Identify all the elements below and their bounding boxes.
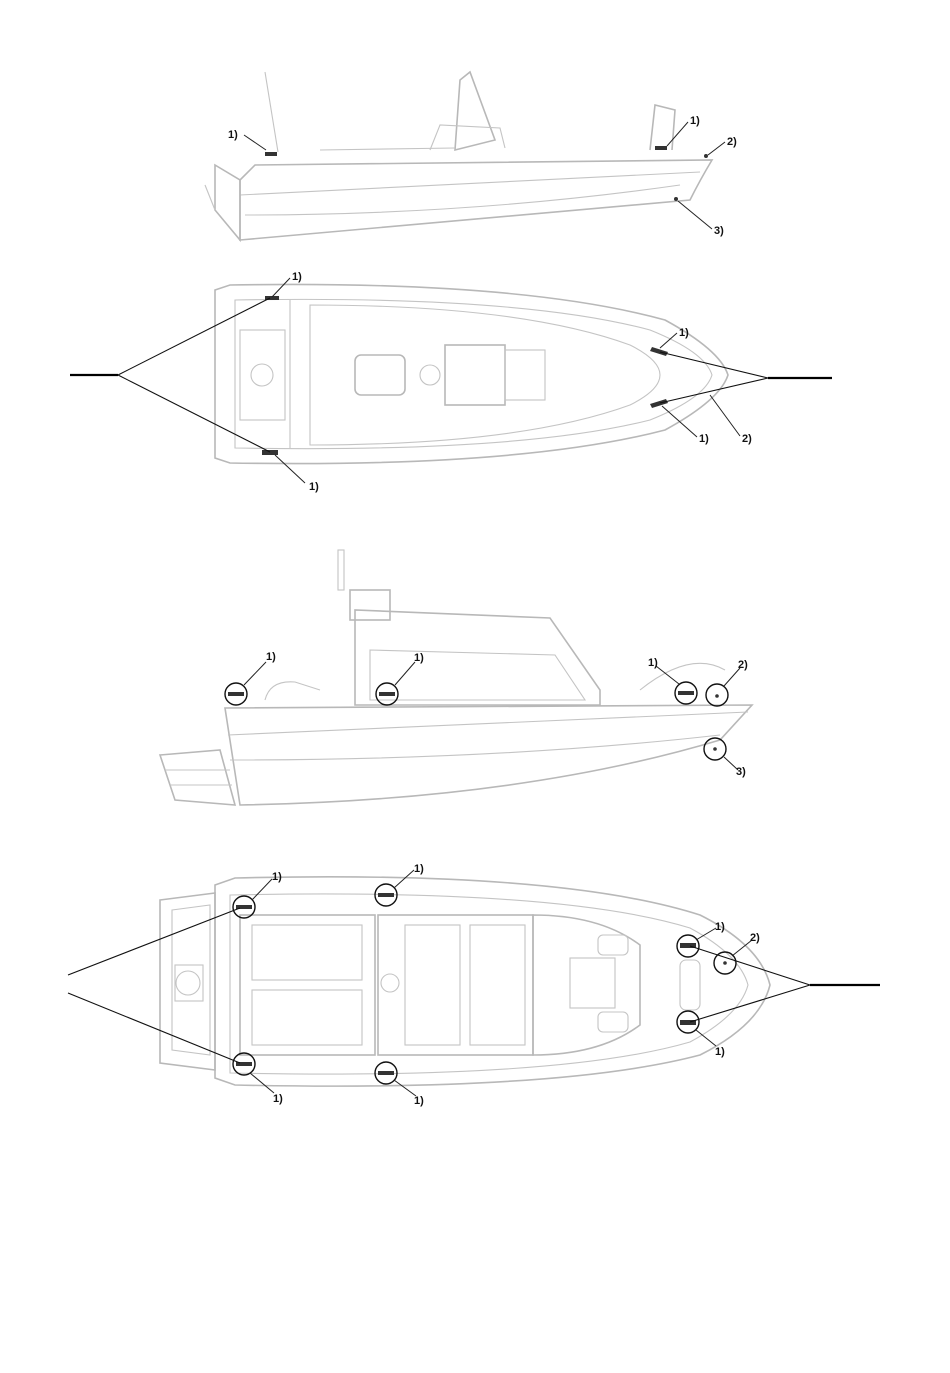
callout-label: 2) [750,932,760,944]
boat-a-side-view: 1) 1) 2) 3) [205,72,737,240]
bow-eye-icon [704,154,708,158]
boat-a-top-view: 1) 1) 1) 1) 2) [70,271,832,493]
stern-cleat-icon [262,450,278,455]
bow-cleat-icon [650,347,668,356]
boat-b-side-view: 1) 1) 1) 2) 3) [160,550,752,805]
boat-b-top-view: 1) 1) 1) 1) 1) 1) 2) [68,863,880,1107]
callout-label: 1) [414,863,424,875]
callout-label: 1) [414,652,424,664]
callout-label: 3) [736,766,746,778]
callout-label: 1) [273,1093,283,1105]
callout-label: 2) [727,136,737,148]
bow-cleat-icon [650,399,668,408]
callout-label: 1) [266,651,276,663]
callout-label: 2) [742,433,752,445]
callout-label: 1) [699,433,709,445]
callout-label: 1) [272,871,282,883]
callout-label: 1) [648,657,658,669]
callout-label: 1) [309,481,319,493]
callout-label: 1) [414,1095,424,1107]
callout-label: 1) [715,921,725,933]
bow-cleat-icon [655,146,667,150]
callout-label: 1) [292,271,302,283]
callout-label: 1) [690,115,700,127]
towing-eye-icon [674,197,678,201]
callout-label: 2) [738,659,748,671]
callout-label: 1) [715,1046,725,1058]
callout-label: 1) [679,327,689,339]
callout-label: 3) [714,225,724,237]
callout-label: 1) [228,129,238,141]
stern-cleat-icon [265,152,277,156]
